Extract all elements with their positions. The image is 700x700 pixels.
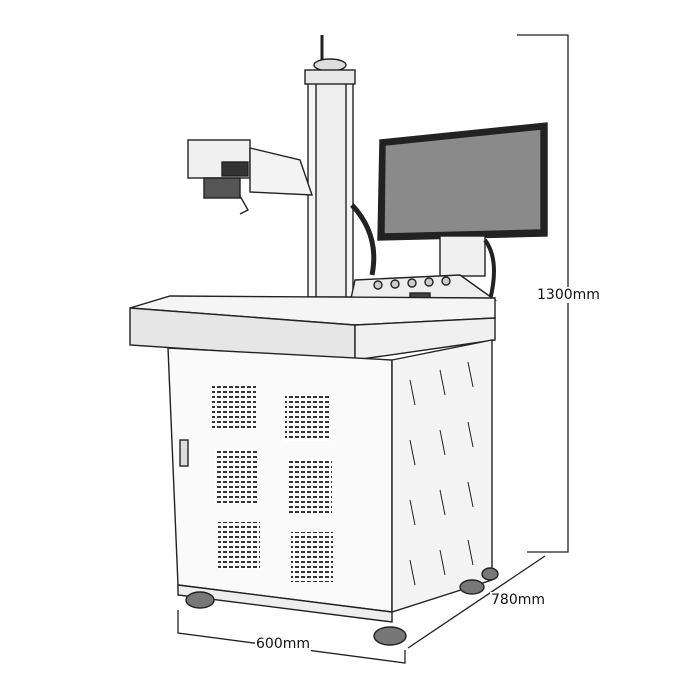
casters bbox=[185, 567, 499, 646]
width-label: 600mm bbox=[255, 636, 311, 652]
depth-label: 780mm bbox=[490, 592, 546, 608]
laser-head bbox=[187, 139, 313, 215]
depth-dimension-line bbox=[407, 555, 546, 649]
monitor bbox=[350, 122, 548, 301]
control-panel bbox=[349, 274, 498, 304]
z-axis-column bbox=[304, 35, 356, 298]
height-label: 1300mm bbox=[536, 287, 601, 303]
cabinet bbox=[167, 339, 493, 623]
worktable bbox=[129, 295, 496, 361]
